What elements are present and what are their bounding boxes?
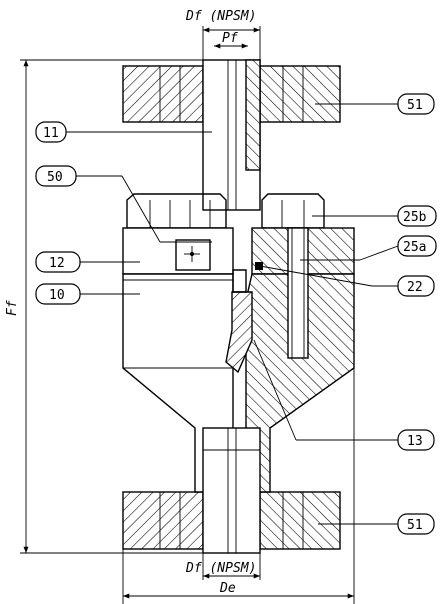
dimension-lines bbox=[20, 26, 355, 604]
callout-25b: 25b bbox=[397, 205, 437, 227]
callout-51-bottom-label: 51 bbox=[407, 518, 423, 533]
dim-df-top: Df (NPSM) bbox=[185, 9, 256, 24]
bottom-flange-nut bbox=[122, 491, 341, 550]
callout-11-label: 11 bbox=[43, 126, 59, 141]
valve-seat bbox=[225, 262, 263, 374]
callout-12-label: 12 bbox=[49, 256, 65, 271]
callout-25b-label: 25b bbox=[403, 210, 427, 225]
callout-50: 50 bbox=[35, 165, 77, 187]
upper-pipe bbox=[202, 59, 261, 211]
upper-bolt-nuts bbox=[126, 193, 325, 229]
gland-flange bbox=[122, 227, 355, 275]
callout-51-bottom: 51 bbox=[397, 513, 435, 535]
callout-50-label: 50 bbox=[47, 170, 63, 185]
callout-10-label: 10 bbox=[49, 288, 65, 303]
lower-pipe bbox=[202, 427, 261, 554]
callout-51-top-label: 51 bbox=[407, 98, 423, 113]
stud-bolt bbox=[287, 227, 309, 359]
callout-11: 11 bbox=[35, 121, 67, 143]
dim-de: De bbox=[219, 581, 236, 596]
callout-22: 22 bbox=[397, 275, 435, 297]
dim-pf: Pf bbox=[222, 31, 238, 46]
callout-25a-label: 25a bbox=[403, 240, 426, 255]
leader-lines bbox=[62, 103, 400, 525]
callout-12: 12 bbox=[35, 251, 81, 273]
top-flange-nut bbox=[122, 65, 341, 123]
callout-10: 10 bbox=[35, 283, 81, 305]
callout-13: 13 bbox=[397, 429, 435, 451]
callout-25a: 25a bbox=[397, 235, 437, 257]
callout-13-label: 13 bbox=[407, 434, 423, 449]
dim-df-bottom: Df (NPSM) bbox=[185, 561, 256, 576]
callout-22-label: 22 bbox=[407, 280, 423, 295]
callout-51-top: 51 bbox=[397, 93, 435, 115]
dim-ff: Ff bbox=[5, 300, 20, 316]
